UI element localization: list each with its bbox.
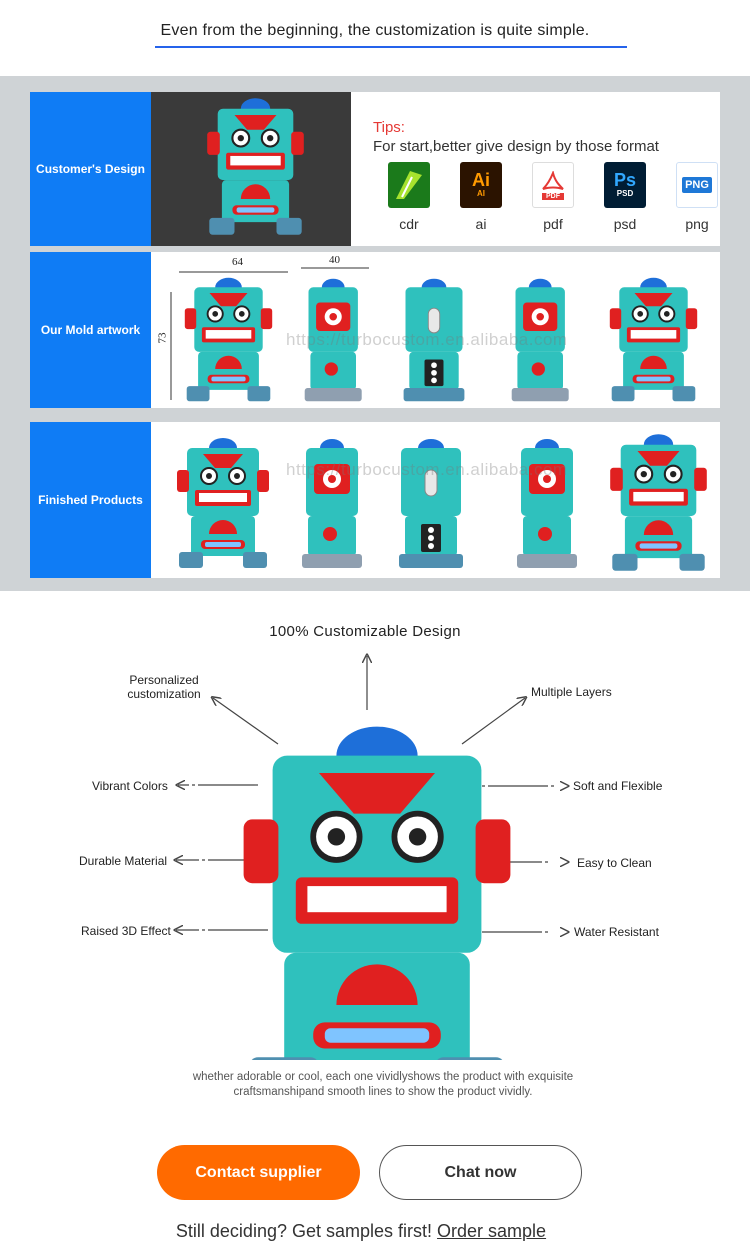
dimension-height: 73 — [156, 332, 169, 344]
process-row-mold-artwork: Our Mold artwork 64 40 73 https://turboc… — [30, 252, 720, 408]
illustrator-icon: Ai AI — [460, 162, 502, 208]
ps-glyph: Ps — [613, 170, 637, 190]
watermark: https://turbocustom.en.alibaba.com — [286, 330, 568, 349]
dimension-width-a: 64 — [232, 256, 243, 268]
headline: Even from the beginning, the customizati… — [0, 22, 750, 48]
sample-footer: Still deciding? Get samples first! Order… — [0, 1221, 722, 1242]
feature-caption: whether adorable or cool, each one vivid… — [0, 1070, 750, 1100]
headline-underline — [155, 46, 627, 48]
process-row-finished-products: Finished Products https://turbocustom.en… — [30, 422, 720, 578]
feature-vibrant-colors: Vibrant Colors — [92, 779, 168, 793]
psd-sub: PSD — [616, 189, 634, 198]
ai-sub: AI — [477, 189, 485, 198]
format-png: PNG png — [661, 162, 733, 232]
pdf-sub: PDF — [542, 192, 564, 200]
contact-supplier-button[interactable]: Contact supplier — [157, 1145, 360, 1200]
watermark: https://turbocustom.en.alibaba.com — [286, 460, 568, 479]
process-row-customer-design: Customer's Design Tips: For start,better… — [30, 92, 720, 246]
finished-product-photos — [176, 433, 708, 572]
headline-text: Even from the beginning, the customizati… — [160, 22, 590, 39]
dimension-width-b: 40 — [329, 254, 340, 266]
format-label: pdf — [543, 216, 563, 232]
row-label-mold-artwork: Our Mold artwork — [30, 252, 151, 408]
footer-text: Still deciding? Get samples first! — [175, 1221, 433, 1241]
coreldraw-icon — [388, 162, 430, 208]
row-content-finished-products: https://turbocustom.en.alibaba.com — [151, 422, 720, 578]
order-sample-link[interactable]: Order sample — [437, 1221, 547, 1241]
caption-line-1: whether adorable or cool, each one vivid… — [192, 1071, 574, 1083]
caption-line-2: craftsmanshipand smooth lines to show th… — [233, 1086, 533, 1098]
pdf-icon: PDF — [532, 162, 574, 208]
customization-process-panel: Customer's Design Tips: For start,better… — [0, 76, 750, 591]
ai-glyph: Ai — [472, 170, 490, 190]
feature-durable-material: Durable Material — [79, 854, 168, 868]
row-label-finished-products: Finished Products — [30, 422, 151, 578]
feature-multiple-layers: Multiple Layers — [531, 685, 612, 699]
feature-soft-and-flexible: Soft and Flexible — [573, 779, 663, 793]
feature-easy-to-clean: Easy to Clean — [577, 856, 652, 870]
format-ai: Ai AI ai — [445, 162, 517, 232]
features-title: 100% Customizable Design — [269, 623, 461, 640]
feature-raised-3d-effect: Raised 3D Effect — [81, 924, 171, 938]
feature-personalized-customization: Personalized customization — [127, 673, 201, 701]
format-cdr: cdr — [373, 162, 445, 232]
file-format-list: cdr Ai AI ai PDF pdf — [373, 162, 733, 232]
row-content-mold-artwork: 64 40 73 https://turbocustom.en.alibaba.… — [151, 252, 720, 408]
format-label: png — [685, 216, 709, 232]
png-glyph: PNG — [682, 177, 712, 193]
row-content-customer-design: Tips: For start,better give design by th… — [151, 92, 720, 246]
row-label-customer-design: Customer's Design — [30, 92, 151, 246]
photoshop-icon: Ps PSD — [604, 162, 646, 208]
featured-robot-image — [244, 727, 511, 1060]
format-pdf: PDF pdf — [517, 162, 589, 232]
tips-title: Tips: — [373, 119, 405, 136]
tips-text: For start,better give design by those fo… — [373, 138, 659, 155]
mold-artwork-drawings — [170, 267, 699, 403]
format-label: ai — [475, 216, 487, 232]
chat-now-button[interactable]: Chat now — [379, 1145, 582, 1200]
customer-design-image — [151, 92, 351, 246]
format-psd: Ps PSD psd — [589, 162, 661, 232]
feature-diagram — [0, 640, 750, 1060]
format-label: cdr — [399, 216, 419, 232]
feature-water-resistant: Water Resistant — [574, 925, 659, 939]
png-icon: PNG — [676, 162, 718, 208]
format-label: psd — [613, 216, 637, 232]
